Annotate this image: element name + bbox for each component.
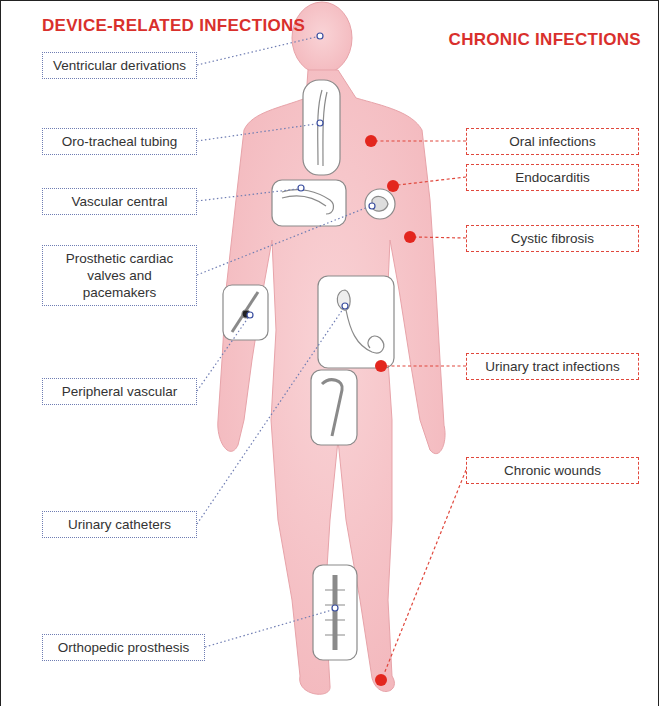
section-heading: DEVICE-RELATED INFECTIONS: [42, 16, 305, 36]
box-label: Oro-tracheal tubing: [49, 133, 190, 150]
chronic-infection-box: Urinary tract infections: [466, 353, 639, 380]
box-label: Prosthetic cardiac valves and pacemakers: [49, 250, 190, 301]
device-markers: [247, 33, 375, 611]
chronic-infection-box: Oral infections: [466, 128, 639, 155]
device-infection-box: Peripheral vascular: [42, 378, 197, 405]
infection-dots: [365, 135, 416, 686]
device-infection-box: Orthopedic prosthesis: [42, 634, 205, 661]
box-label: Urinary tract infections: [473, 358, 632, 375]
chronic-infection-box: Endocarditis: [466, 164, 639, 191]
chronic-leader-lines: [376, 141, 466, 674]
box-label: Vascular central: [49, 193, 190, 210]
box-label: Chronic wounds: [473, 462, 632, 479]
device-infection-box: Vascular central: [42, 188, 197, 215]
box-label: Ventricular derivations: [49, 57, 190, 74]
device-infection-box: Oro-tracheal tubing: [42, 128, 197, 155]
device-infection-box: Urinary catheters: [42, 511, 197, 538]
box-label: Cystic fibrosis: [473, 230, 632, 247]
device-leader-lines: [197, 37, 368, 647]
device-infection-box: Ventricular derivations: [42, 52, 197, 79]
human-body: [218, 2, 445, 694]
box-label: Urinary catheters: [49, 516, 190, 533]
box-label: Peripheral vascular: [49, 383, 190, 400]
box-label: Orthopedic prosthesis: [49, 639, 198, 656]
box-label: Oral infections: [473, 133, 632, 150]
section-heading: CHRONIC INFECTIONS: [449, 30, 641, 50]
chronic-infection-box: Chronic wounds: [466, 457, 639, 484]
device-insets: [223, 80, 395, 660]
box-label: Endocarditis: [473, 169, 632, 186]
device-infection-box: Prosthetic cardiac valves and pacemakers: [42, 245, 197, 306]
chronic-infection-box: Cystic fibrosis: [466, 225, 639, 252]
